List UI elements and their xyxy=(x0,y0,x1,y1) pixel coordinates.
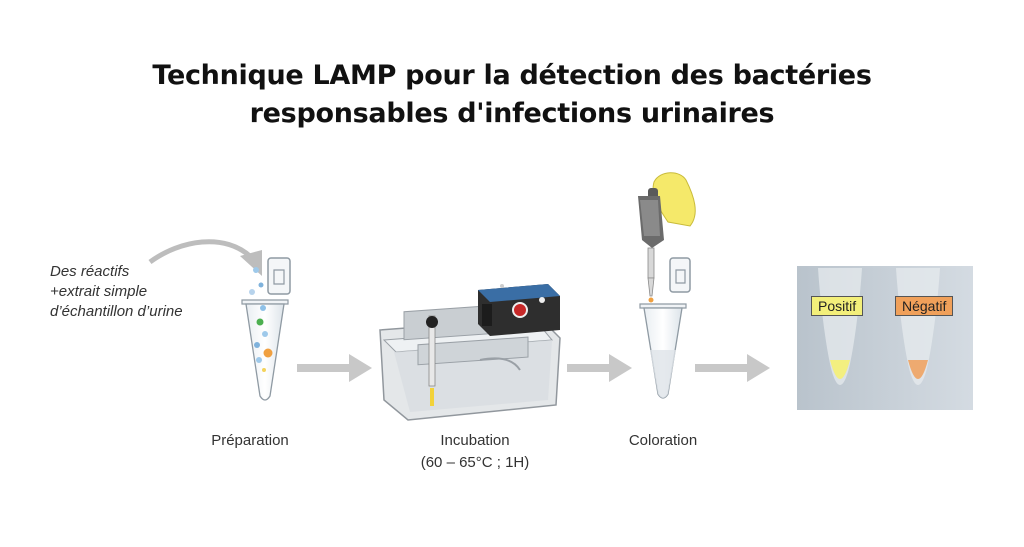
step-incubation-detail: (60 – 65°C ; 1H) xyxy=(420,454,530,471)
reagents-note-line-1: Des réactifs xyxy=(50,263,130,280)
reagents-note-line-2: +extrait simple xyxy=(50,283,148,300)
step-incubation-label: Incubation xyxy=(440,432,510,449)
title-line-1: Technique LAMP pour la détection des bac… xyxy=(152,60,872,91)
coloration-tube xyxy=(639,257,691,399)
negative-tag: Négatif xyxy=(895,296,954,316)
arrow-2 xyxy=(567,354,632,382)
title-line-2: responsables d'infections urinaires xyxy=(249,98,775,129)
pipette-hand xyxy=(638,172,696,303)
positive-tag: Positif xyxy=(811,296,864,316)
step-coloration-label: Coloration xyxy=(628,432,698,449)
arrow-1 xyxy=(297,354,372,382)
result-photo xyxy=(797,266,973,410)
curved-arrow xyxy=(148,239,262,276)
reagents-note-line-3: d’échantillon d’urine xyxy=(50,303,183,320)
step-preparation-label: Préparation xyxy=(211,432,289,449)
arrow-3 xyxy=(695,354,770,382)
preparation-tube xyxy=(241,257,291,401)
incubator-water-bath xyxy=(379,284,561,421)
